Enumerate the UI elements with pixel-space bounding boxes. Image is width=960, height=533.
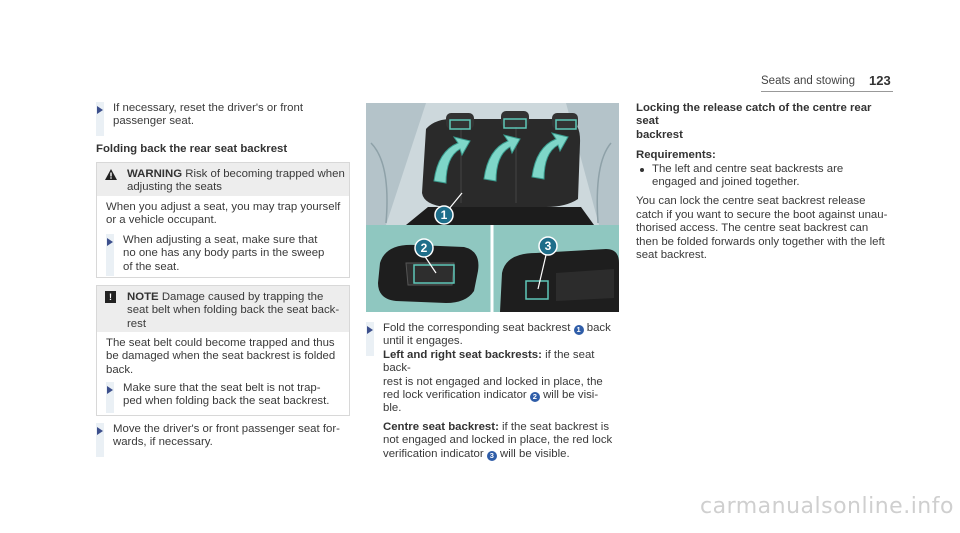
line: verification indicator (383, 447, 484, 460)
line: back (586, 322, 611, 334)
line: of the seat. (123, 260, 180, 273)
step-arrow-icon (367, 326, 373, 334)
step-text: If necessary, reset the driver's or fron… (113, 102, 353, 129)
note-title: NOTE (127, 291, 159, 303)
line: back. (106, 363, 134, 376)
line: if the seat backrest is (502, 420, 610, 433)
warning-header (97, 163, 349, 196)
callout-3 (538, 236, 558, 256)
page-number: 123 (869, 73, 891, 88)
indicator-2-badge: 2 (529, 392, 540, 403)
action-arrow-icon (107, 386, 113, 394)
exclamation-icon: ! (105, 291, 116, 303)
warning-action: When adjusting a seat, make sure that no… (123, 234, 345, 274)
action-bar (106, 234, 114, 276)
section-heading-cont: backrest (636, 128, 683, 141)
line: If necessary, reset the driver's or fron… (113, 102, 303, 114)
line: then be folded forwards only together wi… (636, 235, 885, 248)
line: Fold the corresponding seat backrest (383, 322, 571, 334)
line: The seat belt could become trapped and t… (106, 337, 335, 349)
para1-title: Left and right seat backrests: (383, 348, 542, 361)
line: will be visi- (543, 389, 599, 402)
col3-body: You can lock the centre seat backrest re… (636, 195, 896, 262)
indicator-1-badge: 1 (573, 325, 584, 335)
header-section: Seats and stowing (761, 75, 855, 87)
line: When adjusting a seat, make sure that (123, 234, 318, 246)
requirement-item: The left and centre seat backrests are e… (636, 163, 896, 190)
line: if the seat back- (383, 348, 595, 375)
line: thorised access. The centre seat backres… (636, 222, 869, 235)
line: Damage caused by trapping the (161, 291, 324, 303)
callout-1 (434, 205, 454, 225)
warning-title: WARNING (127, 168, 183, 180)
section-heading: Folding back the rear seat backrest (96, 143, 288, 155)
note-action: Make sure that the seat belt is not trap… (123, 382, 345, 409)
line: no one has any body parts in the sweep (123, 247, 325, 260)
step-bar (96, 423, 104, 457)
section-heading: Locking the release catch of the centre … (636, 102, 872, 128)
line: seat belt when folding back the seat bac… (127, 304, 340, 317)
line: catch if you want to secure the boot aga… (636, 208, 888, 221)
action-arrow-icon (107, 238, 113, 246)
callout-2-label: 2 (421, 241, 428, 255)
line: adjusting the seats (127, 181, 222, 194)
line: wards, if necessary. (113, 436, 213, 449)
line: ped when folding back the seat backrest. (123, 395, 330, 408)
step-text: Move the driver's or front passenger sea… (113, 423, 353, 450)
line: be damaged when the seat backrest is fol… (106, 350, 336, 363)
line: will be visible. (500, 447, 570, 460)
rear-seat-figure: 1 2 3 (366, 103, 619, 312)
col3: Locking the release catch of the centre … (636, 102, 896, 262)
note-body: The seat belt could become trapped and t… (106, 337, 346, 377)
action-bar (106, 382, 114, 413)
step-bar (96, 102, 104, 136)
line: or a vehicle occupant. (106, 214, 217, 227)
line: When you adjust a seat, you may trap you… (106, 201, 341, 213)
step-arrow-icon (97, 427, 103, 435)
rear-seat-illustration: 1 2 3 (366, 103, 619, 312)
note-head-text: NOTE Damage caused by trapping the seat … (127, 291, 347, 331)
callout-2 (414, 238, 434, 258)
step-bar (366, 322, 374, 356)
header-rule (761, 91, 893, 92)
line: ble. (383, 402, 402, 415)
warning-body: When you adjust a seat, you may trap you… (106, 201, 346, 228)
line: red lock verification indicator (383, 389, 527, 402)
line: The left and centre seat backrests are (652, 162, 844, 175)
warning-triangle-icon (105, 169, 117, 180)
line: Risk of becoming trapped when (185, 168, 345, 180)
line: Move the driver's or front passenger sea… (113, 423, 340, 435)
indicator-3-badge: 3 (486, 450, 497, 461)
note-box: ! NOTE Damage caused by trapping the sea… (96, 285, 350, 416)
col2-text: Fold the corresponding seat backrest 1 b… (383, 322, 623, 461)
line: rest is not engaged and locked in place,… (383, 375, 603, 388)
step-arrow-icon (97, 106, 103, 114)
warning-head-text: WARNING Risk of becoming trapped when ad… (127, 168, 347, 195)
bullet-icon (640, 167, 644, 172)
line: You can lock the centre seat backrest re… (636, 195, 866, 208)
callout-1-label: 1 (441, 208, 448, 222)
watermark: carmanualsonline.info (700, 494, 954, 519)
line: not engaged and locked in place, the red… (383, 434, 613, 447)
line: seat backrest. (636, 249, 707, 262)
line: Make sure that the seat belt is not trap… (123, 382, 321, 394)
line: engaged and joined together. (652, 176, 800, 189)
line: passenger seat. (113, 115, 195, 128)
note-header (97, 286, 349, 332)
para2-title: Centre seat backrest: (383, 420, 499, 433)
warning-box: WARNING Risk of becoming trapped when ad… (96, 162, 350, 278)
line: until it engages. (383, 335, 463, 348)
line: rest (127, 317, 146, 330)
requirements-title: Requirements: (636, 149, 716, 162)
callout-3-label: 3 (545, 239, 552, 253)
